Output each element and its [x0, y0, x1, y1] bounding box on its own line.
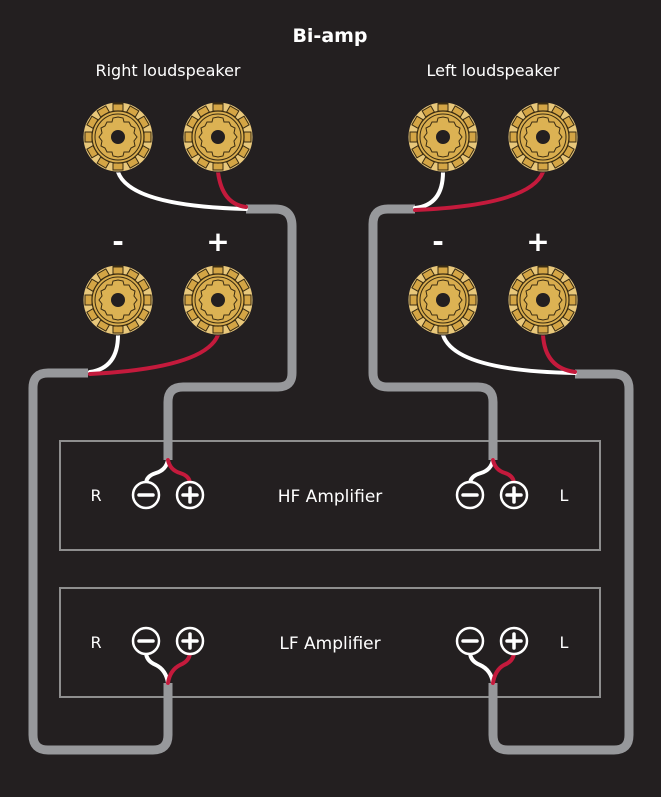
- hf-l-positive-wire: [491, 458, 516, 486]
- right-bottom-positive-wire: [88, 333, 220, 376]
- lf-r-minus-terminal-icon: [131, 626, 161, 656]
- diagram-title: Bi-amp: [292, 25, 367, 47]
- hf-amplifier-label: HF Amplifier: [278, 487, 383, 507]
- right-top-positive-terminal-icon: [182, 101, 254, 173]
- left-lf-cable: [488, 369, 634, 755]
- right-plus-label: +: [206, 225, 229, 258]
- lf-r-positive-wire: [166, 650, 192, 685]
- right-top-positive-wire: [216, 170, 248, 209]
- left-bottom-negative-terminal-icon: [407, 264, 479, 336]
- left-minus-label: -: [432, 225, 444, 258]
- hf-l-plus-terminal-icon: [499, 480, 529, 510]
- lf-amplifier-label: LF Amplifier: [279, 634, 380, 654]
- right-bottom-negative-wire: [88, 333, 120, 374]
- right-lf-cable: [28, 368, 173, 755]
- left-top-negative-wire: [413, 170, 445, 210]
- right-top-negative-wire: [116, 170, 248, 211]
- lf-l-positive-wire: [491, 650, 516, 685]
- left-top-negative-terminal-icon: [407, 101, 479, 173]
- lf-l-minus-terminal-icon: [455, 626, 485, 656]
- left-hf-cable: [368, 204, 498, 460]
- hf-r-positive-wire: [166, 458, 192, 486]
- hf-l-channel-label: L: [560, 486, 569, 505]
- left-loudspeaker-label: Left loudspeaker: [427, 61, 560, 80]
- lf-r-channel-label: R: [90, 633, 101, 652]
- left-top-positive-wire: [413, 170, 545, 212]
- lf-amplifier-box: [59, 587, 601, 698]
- lf-l-plus-terminal-icon: [499, 626, 529, 656]
- lf-l-channel-label: L: [560, 633, 569, 652]
- hf-r-channel-label: R: [90, 486, 101, 505]
- right-minus-label: -: [112, 225, 124, 258]
- left-bottom-positive-terminal-icon: [507, 264, 579, 336]
- lf-r-plus-terminal-icon: [175, 626, 205, 656]
- right-loudspeaker-label: Right loudspeaker: [95, 61, 240, 80]
- hf-l-negative-wire: [468, 458, 495, 486]
- lf-l-negative-wire: [468, 650, 495, 685]
- right-bottom-negative-terminal-icon: [82, 264, 154, 336]
- right-hf-cable: [163, 204, 297, 460]
- left-bottom-negative-wire: [441, 333, 577, 375]
- right-top-negative-terminal-icon: [82, 101, 154, 173]
- hf-l-minus-terminal-icon: [455, 480, 485, 510]
- left-top-positive-terminal-icon: [507, 101, 579, 173]
- lf-r-negative-wire: [144, 650, 170, 685]
- hf-r-minus-terminal-icon: [131, 480, 161, 510]
- hf-r-plus-terminal-icon: [175, 480, 205, 510]
- right-bottom-positive-terminal-icon: [182, 264, 254, 336]
- left-plus-label: +: [526, 225, 549, 258]
- hf-amplifier-box: [59, 440, 601, 551]
- hf-r-negative-wire: [144, 458, 170, 486]
- left-bottom-positive-wire: [541, 333, 577, 374]
